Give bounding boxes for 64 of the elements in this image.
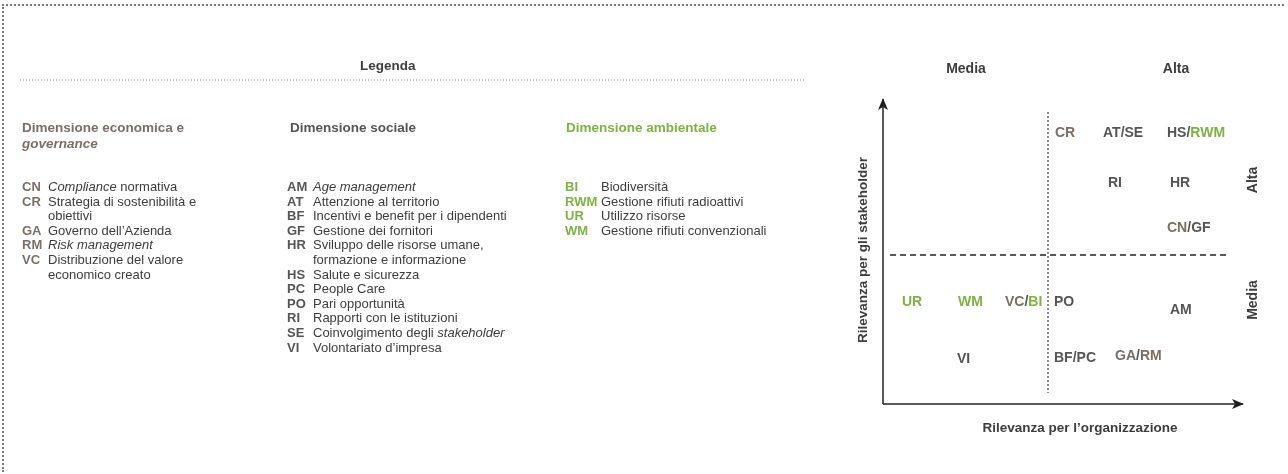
topic-code: PO (1054, 293, 1075, 309)
legend-description: Incentivi e benefit per i dipendenti (313, 209, 508, 224)
section-heading: Dimensione sociale (290, 120, 417, 136)
abbreviation: RI (287, 311, 301, 326)
legend-description: Gestione dei fornitori (313, 223, 433, 239)
abbreviation: PO (287, 296, 307, 312)
legend-description: Gestione rifiuti radioattivi (601, 194, 745, 210)
legend-description: Risk management (48, 238, 155, 253)
legend-description: Compliance normativa (48, 180, 179, 195)
legend-description: Strategia di sostenibilità e obiettivi (48, 194, 198, 224)
topic-code: VC/BI (1005, 293, 1043, 309)
level-label: Alta (1244, 166, 1260, 194)
axis-title: Rilevanza per l’organizzazione (982, 420, 1178, 435)
legend-description: Biodiversità (601, 180, 670, 195)
section-heading: Dimensione ambientale (566, 120, 717, 136)
legend-description: Volontariato d’impresa (313, 340, 443, 356)
legend-description: Coinvolgimento degli stakeholder (313, 325, 506, 341)
legend-title: Legenda (360, 58, 416, 73)
axis-title: Rilevanza per gli stakeholder (854, 156, 870, 344)
abbreviation: CR (22, 194, 42, 211)
abbreviation: GF (287, 223, 307, 239)
topic-code: AT/SE (1103, 124, 1144, 140)
topic-code: UR (902, 293, 923, 309)
legend-description: Gestione rifiuti convenzionali (601, 223, 768, 239)
legend-description: Distribuzione del valore economico creato (48, 252, 185, 283)
legend-description: Salute e sicurezza (313, 267, 421, 283)
topic-code: WM (958, 293, 983, 309)
topic-code: RI (1108, 174, 1122, 190)
abbreviation: VC (22, 252, 42, 269)
abbreviation: AT (287, 194, 305, 210)
abbreviation: GA (22, 223, 43, 239)
legend-description: Utilizzo risorse (601, 209, 687, 224)
topic-code: CN/GF (1167, 219, 1211, 235)
abbreviation: BI (565, 180, 579, 195)
abbreviation: AM (287, 180, 309, 195)
topic-code: AM (1170, 301, 1192, 317)
abbreviation: PC (287, 282, 307, 297)
legend-description: Rapporti con le istituzioni (313, 311, 459, 326)
abbreviation: VI (287, 340, 301, 356)
legend-description: Governo dell’Azienda (48, 223, 173, 239)
abbreviation: HR (287, 238, 307, 255)
abbreviation: RWM (565, 194, 599, 210)
topic-code: GA/RM (1115, 347, 1162, 363)
level-label: Media (946, 60, 986, 76)
abbreviation: BF (287, 209, 306, 224)
abbreviation: UR (565, 209, 585, 224)
topic-code: VI (957, 350, 971, 366)
abbreviation: WM (565, 223, 590, 239)
topic-code: HS/RWM (1167, 124, 1226, 140)
topic-code: BF/PC (1054, 349, 1096, 365)
topic-code: HR (1170, 174, 1191, 190)
legend-description: People Care (313, 282, 387, 297)
abbreviation: SE (287, 325, 306, 341)
legend-description: Sviluppo delle risorse umane, formazione e informazione (313, 238, 485, 268)
abbreviation: RM (22, 238, 44, 253)
legend-description: Attenzione al territorio (313, 194, 441, 210)
legend-description: Pari opportunità (313, 296, 406, 312)
level-label: Alta (1162, 60, 1190, 76)
level-label: Media (1244, 280, 1260, 320)
legend-description: Age management (313, 180, 417, 195)
topic-code: CR (1055, 124, 1076, 140)
abbreviation: CN (22, 180, 42, 195)
section-heading: Dimensione economica e governance (22, 120, 186, 152)
abbreviation: HS (287, 267, 307, 283)
